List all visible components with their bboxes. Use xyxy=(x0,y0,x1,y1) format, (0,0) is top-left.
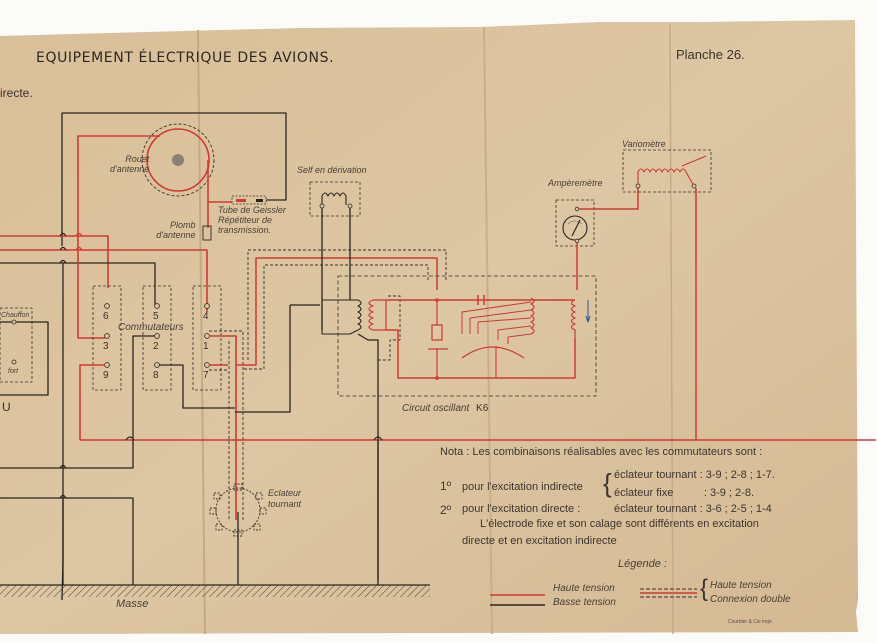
terminal-label: 3 xyxy=(103,341,109,352)
note-item1-b: éclateur fixe : 3-9 ; 2-8. xyxy=(614,487,755,499)
shunt-inductance-label: Self en dérivation xyxy=(297,165,367,175)
terminal-label: 4 xyxy=(203,311,209,322)
ammeter-dial xyxy=(562,215,588,241)
left-box-top-label: Chauffon xyxy=(1,312,30,319)
terminal-label: 8 xyxy=(153,370,159,381)
black-wire xyxy=(0,321,49,396)
ammeter-label: Ampèremètre xyxy=(548,178,603,188)
arrow xyxy=(585,300,591,323)
legend-brace: { xyxy=(700,575,709,602)
coupling-coil xyxy=(570,299,576,338)
antenna-reel-label: Rouet d'antenne xyxy=(110,154,150,174)
fold-line xyxy=(669,23,674,635)
legend-title: Légende : xyxy=(618,558,667,570)
red-wire xyxy=(209,335,237,520)
black-wire xyxy=(0,262,156,305)
red-wire xyxy=(0,249,208,312)
terminal-label: 7 xyxy=(203,370,209,381)
left-component-box xyxy=(0,307,33,383)
red-wire xyxy=(77,234,105,339)
commutator-box xyxy=(142,285,172,391)
plate-number: Planche 26. xyxy=(676,47,745,62)
black-wire xyxy=(0,440,134,469)
terminal-1 xyxy=(204,333,210,339)
note-remark-1: L'électrode fixe et son calage sont diff… xyxy=(480,518,759,530)
black-wire xyxy=(357,333,379,580)
terminal-3 xyxy=(104,333,110,339)
tapped-coil xyxy=(530,297,535,335)
red-wire xyxy=(79,364,105,440)
note-item2-label: pour l'excitation directe : xyxy=(462,503,581,515)
switches-label: Commutateurs xyxy=(118,322,184,333)
terminal-4 xyxy=(204,303,210,309)
ground-label: Masse xyxy=(116,598,149,610)
note-item2-number: 2º xyxy=(440,503,452,517)
black-wire xyxy=(0,497,134,585)
antenna-reel xyxy=(141,123,215,197)
geissler-tube-label: Tube de Geissler Répétiteur de transmiss… xyxy=(218,205,286,235)
black-wire xyxy=(205,112,287,201)
antenna-weight-label: Plomb d'antenne xyxy=(156,220,196,240)
capacitor xyxy=(477,295,485,305)
legend-low-tension: Basse tension xyxy=(553,597,616,608)
black-wire xyxy=(159,364,235,409)
terminal-6 xyxy=(104,303,110,309)
oscillating-circuit-label: Circuit oscillant K6 xyxy=(402,403,489,414)
note-remark-2: directe et en excitation indirecte xyxy=(462,535,617,547)
left-letter: U xyxy=(2,400,11,414)
note-item1-a: éclateur tournant : 3-9 ; 2-8 ; 1-7. xyxy=(614,469,775,481)
brace: { xyxy=(603,468,612,498)
red-wire xyxy=(579,188,639,210)
note-item1-label: pour l'excitation indirecte xyxy=(462,481,583,493)
ammeter-box xyxy=(555,199,595,247)
legend-double-1: Haute tension xyxy=(710,580,772,591)
red-wire xyxy=(0,235,109,288)
terminal-7 xyxy=(204,362,210,368)
shunt-inductance-box xyxy=(309,181,361,217)
black-wire xyxy=(61,112,205,246)
black-wire xyxy=(132,335,155,440)
document-title: EQUIPEMENT ÉLECTRIQUE DES AVIONS. xyxy=(36,50,335,66)
terminal-label: 1 xyxy=(203,341,209,352)
paper-background xyxy=(0,20,858,634)
commutator-box xyxy=(92,285,122,391)
red-wire xyxy=(77,135,160,234)
fixed-spark-gap xyxy=(428,300,448,378)
terminal-8 xyxy=(154,362,160,368)
note-intro: Nota : Les combinaisons réalisables avec… xyxy=(440,446,763,458)
printer-credit: Courbier & Cie impr. xyxy=(728,619,774,625)
fold-line xyxy=(483,26,493,635)
terminal-5 xyxy=(154,303,160,309)
left-box-bottom-label: fort xyxy=(8,368,19,375)
terminal-label: 9 xyxy=(103,370,109,381)
rotary-spark-gap-label: Eclateur tournant xyxy=(268,488,302,509)
red-wire xyxy=(386,329,576,379)
variometer-label: Variomètre xyxy=(622,139,666,149)
oscillating-circuit-box xyxy=(337,275,597,397)
primary-coil xyxy=(321,299,362,335)
subtitle-fragment: irecte. xyxy=(0,86,33,100)
note-item2-a: éclateur tournant : 3-6 ; 2-5 ; 1-4 xyxy=(614,503,772,515)
terminal-label: 5 xyxy=(153,311,159,322)
antenna-weight xyxy=(202,225,212,241)
terminal-label: 6 xyxy=(103,311,109,322)
legend-double-2: Connexion double xyxy=(710,594,791,605)
terminal-2 xyxy=(154,333,160,339)
ground-hatch xyxy=(0,585,430,597)
double-connection xyxy=(236,257,438,366)
variometer-coil xyxy=(637,155,707,187)
terminal-9 xyxy=(104,362,110,368)
rotary-contact-arc xyxy=(461,346,525,359)
note-item1-number: 1º xyxy=(440,479,452,493)
secondary-coil xyxy=(368,299,387,331)
terminal-label: 2 xyxy=(153,341,159,352)
black-wire xyxy=(235,305,291,413)
shunt-coil xyxy=(321,192,347,205)
legend-high-tension: Haute tension xyxy=(553,583,615,594)
commutator-box xyxy=(192,285,222,391)
